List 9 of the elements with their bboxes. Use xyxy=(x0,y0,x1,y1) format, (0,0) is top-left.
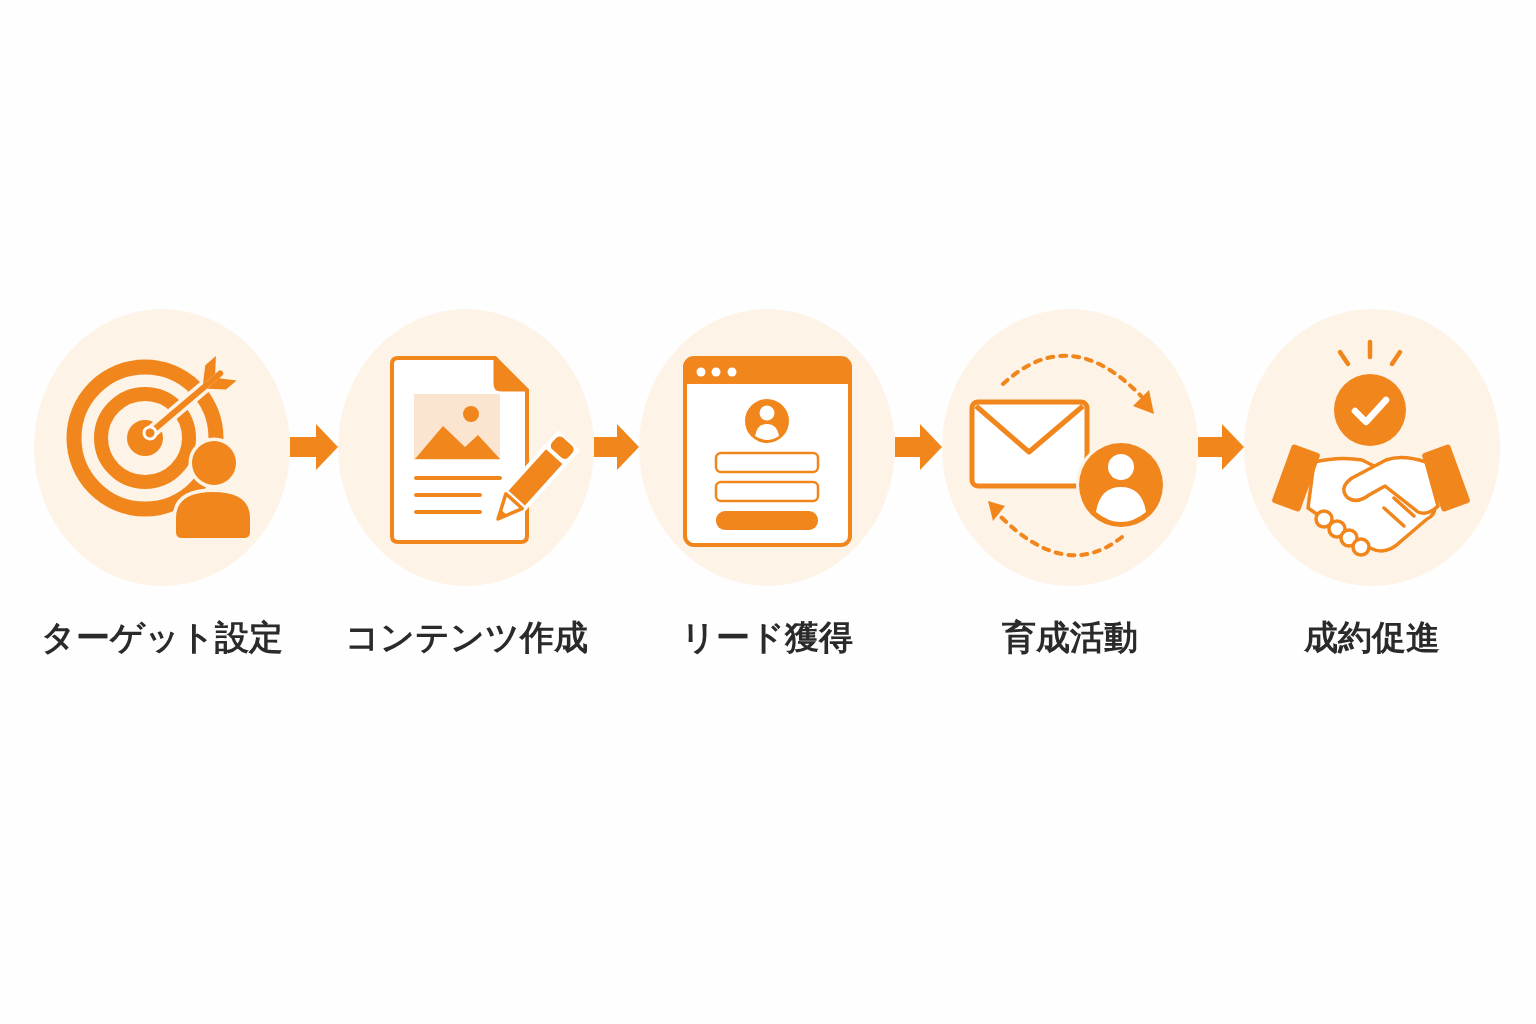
step-label: リード獲得 xyxy=(680,616,854,659)
step-label: 育成活動 xyxy=(1001,616,1139,659)
arrow xyxy=(290,424,338,470)
arrow xyxy=(895,424,942,470)
arrow xyxy=(594,424,639,470)
step-label: 成約促進 xyxy=(1303,616,1441,659)
arrow xyxy=(1198,424,1244,470)
step-label: コンテンツ作成 xyxy=(343,616,589,659)
step-label: ターゲット設定 xyxy=(40,616,284,659)
